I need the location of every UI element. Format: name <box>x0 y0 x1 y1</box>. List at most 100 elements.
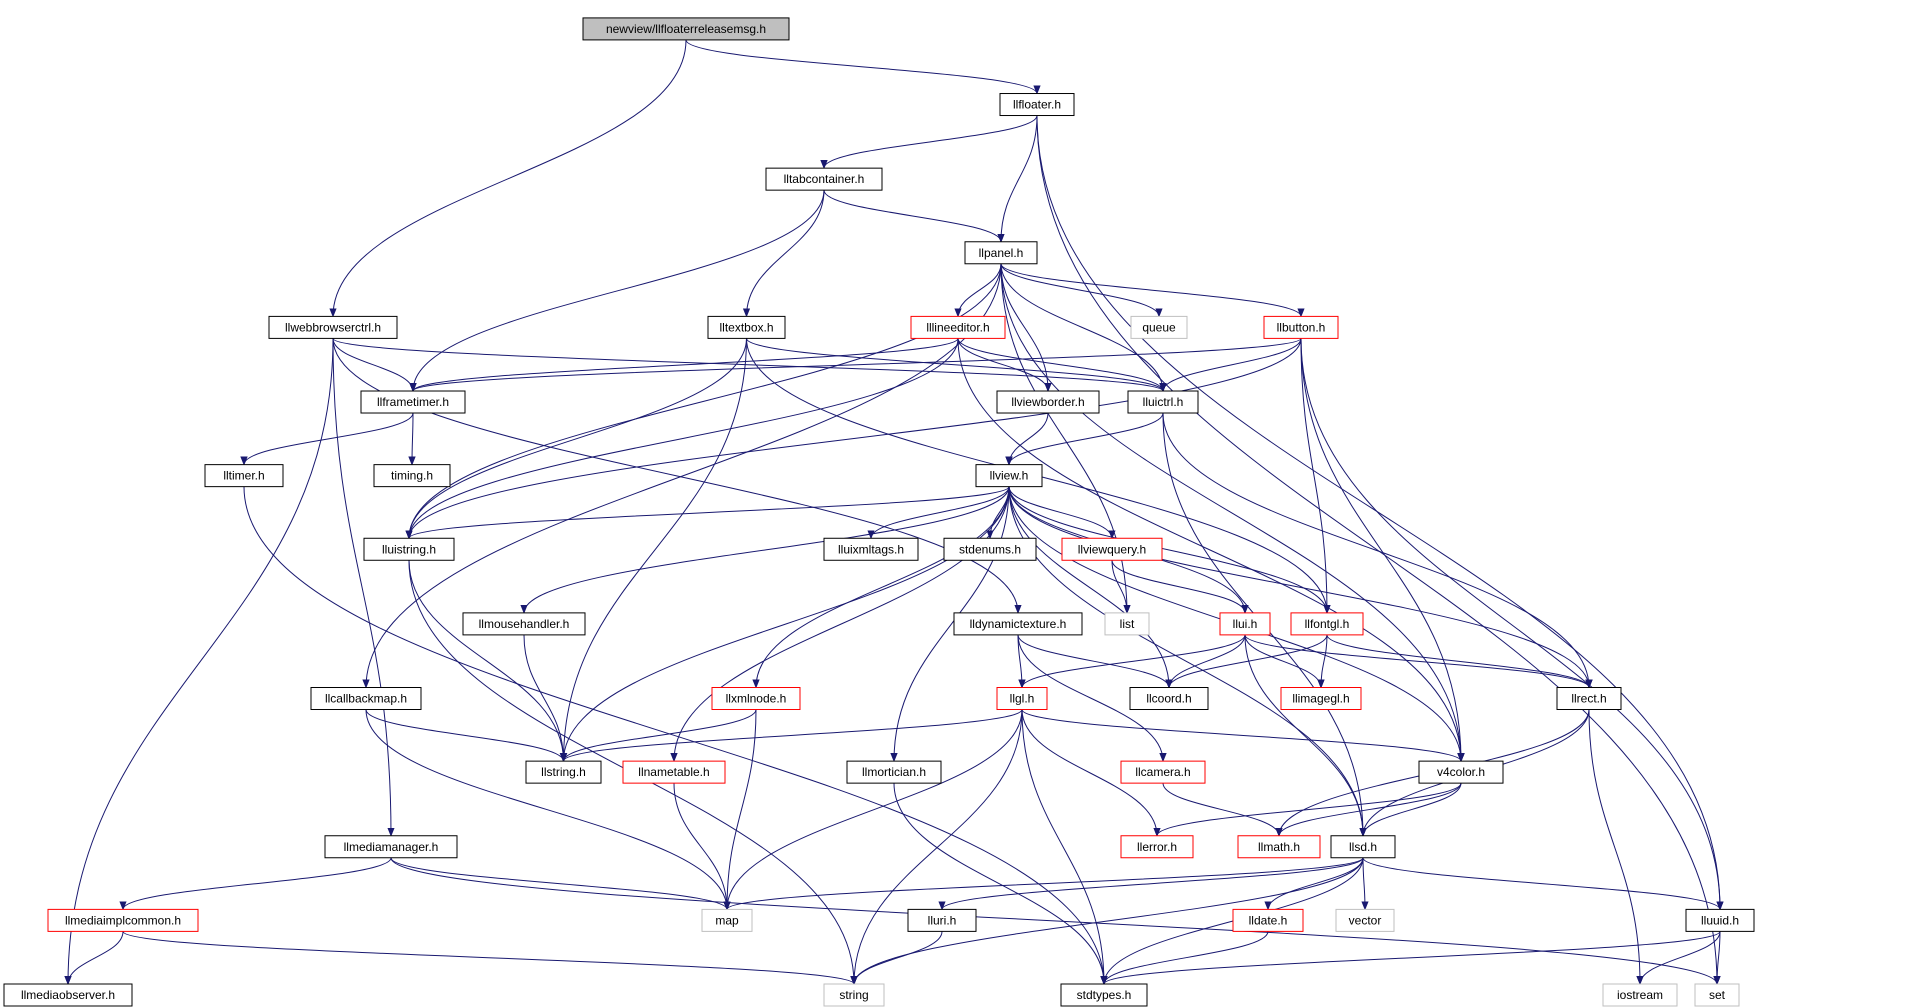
node-label-llviewquery: llviewquery.h <box>1078 542 1146 556</box>
node-lltextbox[interactable]: lltextbox.h <box>707 315 786 339</box>
node-box-llbutton <box>1263 315 1339 339</box>
node-lltabcontainer[interactable]: lltabcontainer.h <box>765 167 883 191</box>
edge-lllineeditor-to-llviewborder <box>957 338 1048 392</box>
node-root[interactable]: newview/llfloaterreleasemsg.h <box>582 17 790 41</box>
node-llframetimer[interactable]: llframetimer.h <box>360 390 466 414</box>
node-box-lluuid <box>1685 908 1755 932</box>
node-llstring[interactable]: llstring.h <box>525 760 602 784</box>
node-box-llmath <box>1237 835 1321 859</box>
node-label-lldynamictexture: lldynamictexture.h <box>970 617 1067 631</box>
edge-lldate-to-stdtypes <box>1104 931 1269 985</box>
node-llfloater[interactable]: llfloater.h <box>999 93 1075 117</box>
node-timing[interactable]: timing.h <box>373 464 451 488</box>
node-llwebbrowserctrl[interactable]: llwebbrowserctrl.h <box>268 315 398 339</box>
node-llcallbackmap[interactable]: llcallbackmap.h <box>310 687 422 711</box>
edge-llfloater-to-lltabcontainer <box>824 115 1038 169</box>
edge-lltabcontainer-to-lltextbox <box>747 190 825 316</box>
node-llgl[interactable]: llgl.h <box>996 687 1048 711</box>
edge-llview-to-llmousehandler <box>524 486 1010 613</box>
node-llxmlnode[interactable]: llxmlnode.h <box>711 687 801 711</box>
edge-llview-to-llrect <box>1008 486 1589 688</box>
edge-llxmlnode-to-map <box>727 709 757 910</box>
node-lluri[interactable]: lluri.h <box>907 908 977 932</box>
node-label-map: map <box>715 913 739 927</box>
node-box-llrect <box>1556 687 1622 711</box>
edge-llui-to-llrect <box>1244 634 1589 688</box>
node-stdtypes[interactable]: stdtypes.h <box>1060 983 1148 1007</box>
node-llerror[interactable]: llerror.h <box>1120 835 1194 859</box>
node-llcoord[interactable]: llcoord.h <box>1129 687 1209 711</box>
edge-llview-to-lluistring <box>409 486 1010 539</box>
edge-lltimer-to-stdtypes <box>243 486 1104 984</box>
node-lllineeditor[interactable]: lllineeditor.h <box>910 315 1006 339</box>
node-lltimer[interactable]: lltimer.h <box>204 464 284 488</box>
node-llbutton[interactable]: llbutton.h <box>1263 315 1339 339</box>
node-stdenums[interactable]: stdenums.h <box>943 537 1037 561</box>
node-label-llfontgl: llfontgl.h <box>1305 617 1350 631</box>
edge-llsd-to-lldate <box>1268 857 1364 910</box>
node-label-llimagegl: llimagegl.h <box>1292 692 1349 706</box>
node-box-lluictrl <box>1127 390 1199 414</box>
node-box-llnametable <box>622 760 726 784</box>
node-llcamera[interactable]: llcamera.h <box>1120 760 1206 784</box>
edge-lluuid-to-iostream <box>1640 931 1721 985</box>
node-llpanel[interactable]: llpanel.h <box>964 241 1038 265</box>
node-lluuid[interactable]: lluuid.h <box>1685 908 1755 932</box>
edge-llfontgl-to-llrect <box>1326 634 1589 688</box>
node-label-list: list <box>1120 617 1135 631</box>
node-set[interactable]: set <box>1694 983 1740 1007</box>
edge-llgl-to-llerror <box>1021 709 1157 836</box>
edge-llfontgl-to-llimagegl <box>1321 634 1328 688</box>
node-llnametable[interactable]: llnametable.h <box>622 760 726 784</box>
node-label-queue: queue <box>1142 320 1176 334</box>
node-label-llframetimer: llframetimer.h <box>377 395 449 409</box>
node-llimagegl[interactable]: llimagegl.h <box>1280 687 1362 711</box>
node-map[interactable]: map <box>701 908 753 932</box>
node-box-llcoord <box>1129 687 1209 711</box>
edge-llui-to-llgl <box>1022 634 1246 688</box>
node-label-llsd: llsd.h <box>1349 840 1377 854</box>
node-v4color[interactable]: v4color.h <box>1418 760 1504 784</box>
node-iostream[interactable]: iostream <box>1602 983 1678 1007</box>
edge-llgl-to-v4color <box>1021 709 1461 762</box>
node-queue[interactable]: queue <box>1130 315 1188 339</box>
edge-llfloater-to-set <box>1036 115 1717 984</box>
node-list[interactable]: list <box>1104 612 1150 636</box>
node-llmortician[interactable]: llmortician.h <box>846 760 942 784</box>
node-label-lllineeditor: lllineeditor.h <box>926 320 989 334</box>
node-label-lluuid: lluuid.h <box>1701 913 1739 927</box>
node-llui[interactable]: llui.h <box>1219 612 1271 636</box>
edge-llwebbrowserctrl-to-llmediaobserver <box>68 338 334 984</box>
node-label-string: string <box>839 988 868 1002</box>
edge-root-to-llwebbrowserctrl <box>333 39 687 316</box>
node-llviewquery[interactable]: llviewquery.h <box>1061 537 1163 561</box>
node-llmath[interactable]: llmath.h <box>1237 835 1321 859</box>
node-llmousehandler[interactable]: llmousehandler.h <box>462 612 586 636</box>
node-label-llpanel: llpanel.h <box>979 246 1024 260</box>
node-llviewborder[interactable]: llviewborder.h <box>996 390 1100 414</box>
node-lluictrl[interactable]: lluictrl.h <box>1127 390 1199 414</box>
node-box-llstring <box>525 760 602 784</box>
node-box-llfloater <box>999 93 1075 117</box>
node-llsd[interactable]: llsd.h <box>1330 835 1396 859</box>
node-lldynamictexture[interactable]: lldynamictexture.h <box>953 612 1083 636</box>
node-string[interactable]: string <box>823 983 885 1007</box>
node-box-lllineeditor <box>910 315 1006 339</box>
node-lluixmltags[interactable]: lluixmltags.h <box>823 537 919 561</box>
node-llmediamanager[interactable]: llmediamanager.h <box>324 835 458 859</box>
node-label-llwebbrowserctrl: llwebbrowserctrl.h <box>285 320 381 334</box>
edge-lluictrl-to-llrect <box>1162 413 1589 687</box>
edge-llfloater-to-lluuid <box>1036 115 1720 910</box>
node-vector[interactable]: vector <box>1335 908 1395 932</box>
node-llmediaimplcommon[interactable]: llmediaimplcommon.h <box>47 908 199 932</box>
node-lldate[interactable]: lldate.h <box>1232 908 1304 932</box>
edge-llgl-to-llstring <box>564 709 1023 762</box>
node-llview[interactable]: llview.h <box>975 464 1043 488</box>
node-llmediaobserver[interactable]: llmediaobserver.h <box>3 983 133 1007</box>
node-llrect[interactable]: llrect.h <box>1556 687 1622 711</box>
edge-llmousehandler-to-llstring <box>523 634 564 761</box>
node-lluistring[interactable]: lluistring.h <box>363 537 455 561</box>
edge-llview-to-lluixmltags <box>871 486 1010 539</box>
node-llfontgl[interactable]: llfontgl.h <box>1290 612 1364 636</box>
node-label-llerror: llerror.h <box>1137 840 1177 854</box>
